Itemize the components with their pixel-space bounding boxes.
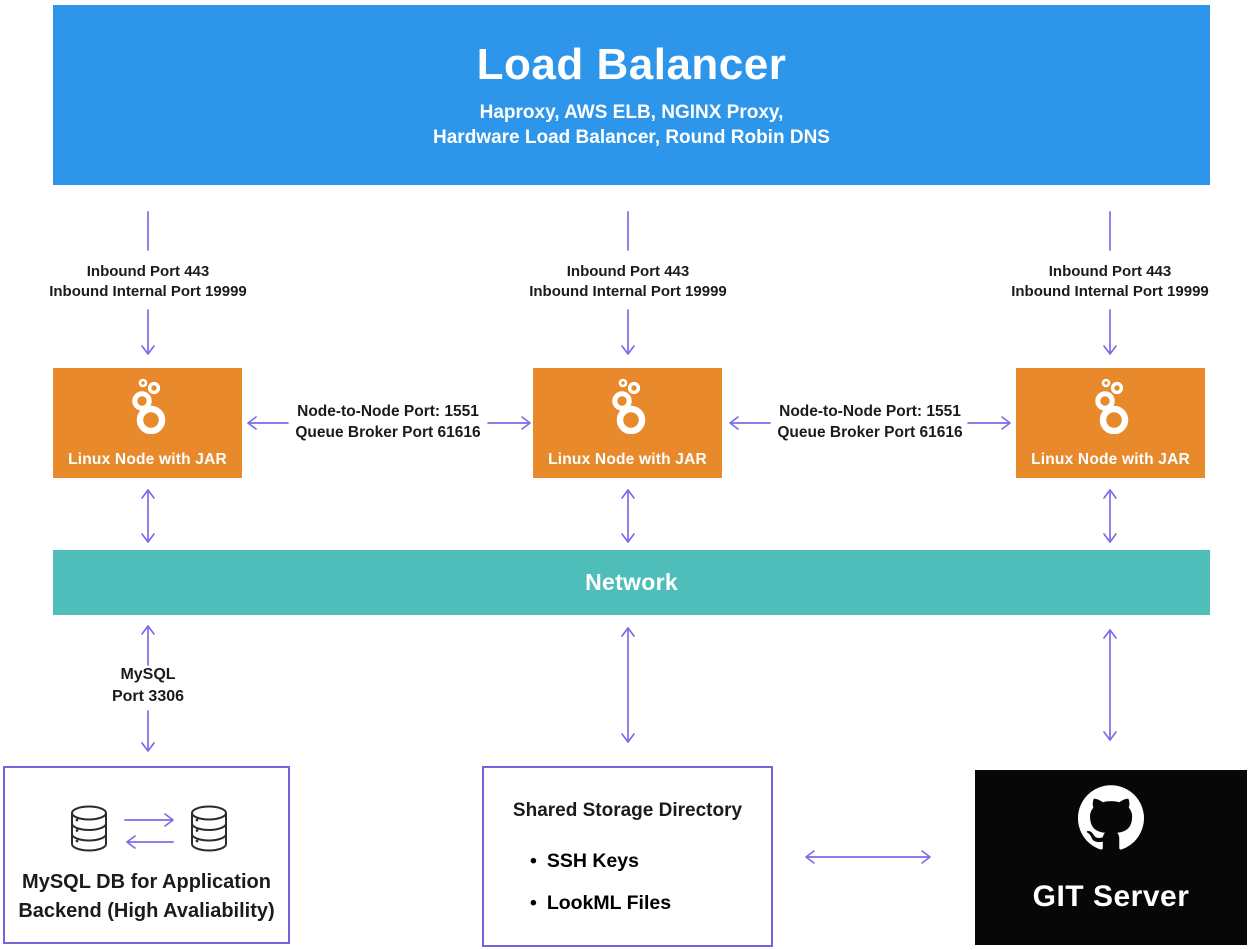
network-label: Network bbox=[585, 569, 678, 595]
node-label: Linux Node with JAR bbox=[548, 451, 707, 468]
connector-line-lb-middle bbox=[627, 211, 629, 251]
database-icon bbox=[191, 805, 227, 852]
bullet-icon: • bbox=[530, 892, 537, 914]
double-arrow-icon-network-git bbox=[1103, 629, 1117, 741]
left-arrow-icon-replication bbox=[126, 835, 174, 849]
linux-node-box-left: Linux Node with JAR bbox=[53, 368, 242, 478]
down-arrow-icon-lb-right bbox=[1103, 309, 1117, 355]
network-bar: Network bbox=[53, 550, 1210, 615]
git-server-box: GIT Server bbox=[975, 770, 1247, 945]
left-arrow-icon-link1 bbox=[247, 416, 289, 430]
shared-storage-title: Shared Storage Directory bbox=[512, 800, 743, 821]
shared-storage-item-lookml-files: •LookML Files bbox=[530, 892, 672, 914]
mysql-db-caption: MySQL DB for Application Backend (High A… bbox=[18, 871, 275, 922]
double-arrow-icon-node-network-left bbox=[141, 489, 155, 543]
mysql-db-box: MySQL DB for Application Backend (High A… bbox=[3, 766, 290, 944]
git-server-label: GIT Server bbox=[1032, 880, 1190, 913]
load-balancer-box: Load Balancer Haproxy, AWS ELB, NGINX Pr… bbox=[53, 5, 1210, 185]
double-arrow-icon-node-network-middle bbox=[621, 489, 635, 543]
up-arrow-icon-mysql bbox=[141, 625, 155, 666]
right-arrow-icon-link1 bbox=[487, 416, 531, 430]
bullet-icon: • bbox=[530, 850, 537, 872]
double-arrow-icon-network-storage bbox=[621, 627, 635, 743]
down-arrow-icon-mysql bbox=[141, 710, 155, 752]
shared-storage-item-ssh-keys: •SSH Keys bbox=[530, 850, 639, 872]
node-label: Linux Node with JAR bbox=[68, 451, 227, 468]
linux-node-box-right: Linux Node with JAR bbox=[1016, 368, 1205, 478]
node-label: Linux Node with JAR bbox=[1031, 451, 1190, 468]
load-balancer-subtitle-line2: Hardware Load Balancer, Round Robin DNS bbox=[433, 127, 830, 148]
double-arrow-icon-node-network-right bbox=[1103, 489, 1117, 543]
looker-icon bbox=[1094, 378, 1128, 434]
down-arrow-icon-lb-left bbox=[141, 309, 155, 355]
shared-storage-box: Shared Storage Directory •SSH Keys •Look… bbox=[482, 766, 773, 947]
load-balancer-title: Load Balancer bbox=[476, 40, 787, 89]
connector-line-lb-right bbox=[1109, 211, 1111, 251]
load-balancer-subtitle-line1: Haproxy, AWS ELB, NGINX Proxy, bbox=[479, 102, 784, 123]
right-arrow-icon-link2 bbox=[967, 416, 1011, 430]
inbound-ports-label-left: Inbound Port 443 Inbound Internal Port 1… bbox=[49, 263, 247, 300]
inbound-ports-label-right: Inbound Port 443 Inbound Internal Port 1… bbox=[1011, 263, 1209, 300]
mysql-port-label: MySQL Port 3306 bbox=[111, 666, 185, 705]
node-link-label-2: Node-to-Node Port: 1551 Queue Broker Por… bbox=[777, 403, 963, 441]
looker-icon bbox=[611, 378, 645, 434]
left-arrow-icon-link2 bbox=[729, 416, 771, 430]
connector-line-lb-left bbox=[147, 211, 149, 251]
looker-icon bbox=[131, 378, 165, 434]
linux-node-box-middle: Linux Node with JAR bbox=[533, 368, 722, 478]
right-arrow-icon-replication bbox=[124, 813, 174, 827]
github-icon bbox=[1078, 785, 1144, 850]
down-arrow-icon-lb-middle bbox=[621, 309, 635, 355]
node-link-label-1: Node-to-Node Port: 1551 Queue Broker Por… bbox=[295, 403, 481, 441]
database-icon bbox=[71, 805, 107, 852]
double-arrow-icon-storage-git bbox=[805, 850, 931, 864]
inbound-ports-label-middle: Inbound Port 443 Inbound Internal Port 1… bbox=[529, 263, 727, 300]
